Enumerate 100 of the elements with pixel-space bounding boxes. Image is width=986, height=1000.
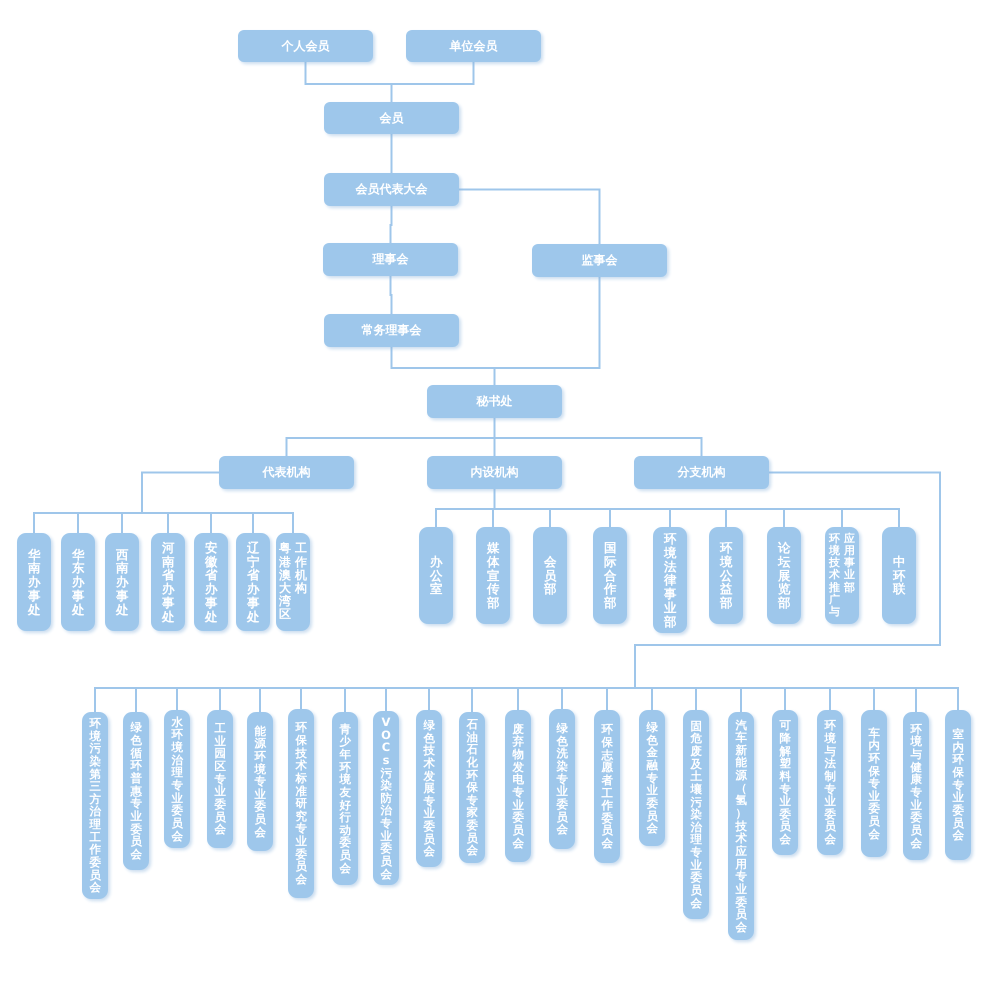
connector-line — [390, 276, 392, 314]
unit-name: 分支机构 — [678, 464, 726, 481]
connector-line — [606, 687, 635, 710]
org-unit-box — [288, 709, 314, 898]
unit-name: 秘书处 — [476, 393, 512, 410]
connector-line — [121, 512, 142, 533]
org-unit-box — [505, 710, 531, 862]
org-unit-box — [238, 30, 373, 62]
connector-line — [492, 508, 494, 527]
unit-name: 青少年环境友好行动委员会 — [339, 722, 351, 874]
org-unit-box — [728, 712, 754, 940]
org-unit-box — [427, 456, 562, 489]
unit-name: 水环境治理专业委员会 — [171, 716, 183, 842]
org-unit-box — [219, 456, 354, 489]
unit-name: 粤港澳大湾区工作机构 — [278, 542, 308, 622]
unit-name: 个人会员 — [282, 38, 330, 54]
connector-line — [494, 418, 496, 438]
connector-line — [390, 206, 392, 243]
unit-name: 环境污染第三方治理工作委员会 — [89, 717, 101, 894]
org-unit-box — [767, 527, 801, 624]
unit-name: 内设机构 — [470, 464, 518, 481]
connector-line — [494, 489, 496, 509]
unit-name: 绿色洗染专业委员会 — [556, 722, 568, 836]
org-unit-box — [882, 527, 916, 624]
unit-name: 石油石化环保专家委员会 — [466, 718, 478, 858]
org-unit-box — [416, 710, 442, 867]
unit-name: 环境与法制专业委员会 — [824, 719, 836, 846]
unit-name: 会员部 — [544, 554, 556, 596]
unit-name: VOCs污染防治专业委员会 — [380, 716, 392, 880]
org-unit-box — [634, 456, 769, 489]
unit-name: 西南办事处 — [116, 548, 128, 616]
connector-line — [286, 437, 494, 456]
org-unit-box — [427, 385, 562, 418]
org-unit-box — [825, 527, 859, 624]
org-unit-box — [373, 711, 399, 886]
org-unit-box — [549, 709, 575, 849]
org-unit-box — [207, 710, 233, 848]
unit-name: 安徽省办事处 — [204, 540, 218, 624]
org-unit-box — [709, 527, 743, 624]
org-unit-box — [459, 712, 485, 863]
unit-name: 国际合作部 — [604, 541, 616, 610]
unit-name: 常务理事会 — [362, 322, 422, 339]
org-unit-box — [593, 527, 627, 624]
org-unit-box — [406, 30, 541, 62]
unit-name: 室内环保专业委员会 — [952, 728, 964, 842]
connector-line — [141, 472, 219, 513]
unit-name: 绿色金融专业委员会 — [646, 721, 658, 835]
org-unit-box — [247, 712, 273, 851]
unit-name: 环境技术推广与应用事业部 — [829, 533, 855, 618]
org-unit-box — [324, 102, 459, 134]
org-unit-box — [903, 712, 929, 860]
unit-name: 办公室 — [430, 554, 442, 596]
unit-name: 固危废及土壤污染治理专业委员会 — [690, 720, 702, 910]
org-unit-box — [332, 712, 358, 885]
org-unit-box — [639, 710, 665, 846]
org-unit-box — [419, 527, 453, 624]
unit-name: 河南省办事处 — [162, 540, 174, 624]
connector-line — [494, 277, 600, 385]
org-unit-box — [683, 710, 709, 919]
unit-name: 论坛展览部 — [778, 541, 790, 610]
org-unit-box — [17, 533, 51, 631]
connector-line — [494, 437, 702, 456]
org-unit-box — [324, 173, 459, 206]
org-unit-box — [476, 527, 510, 624]
org-unit-box — [861, 710, 887, 857]
org-unit-box — [105, 533, 139, 631]
org-unit-box — [164, 710, 190, 848]
org-unit-box — [817, 710, 843, 855]
connector-line — [634, 472, 941, 688]
unit-name: 汽车新能源（氢）技术应用专业委员会 — [735, 718, 747, 934]
org-unit-box — [772, 710, 798, 855]
org-unit-box — [533, 527, 567, 624]
org-unit-box — [151, 533, 185, 631]
unit-name: 环保志愿者工作委员会 — [601, 723, 613, 850]
unit-name: 华南办事处 — [28, 548, 40, 616]
unit-name: 会员代表大会 — [356, 181, 428, 198]
org-unit-box — [61, 533, 95, 631]
unit-name: 车内环保专业委员会 — [868, 726, 880, 840]
unit-name: 辽宁省办事处 — [246, 540, 260, 624]
unit-name: 理事会 — [372, 251, 408, 268]
unit-name: 中环联 — [892, 554, 906, 596]
connector-line — [494, 438, 496, 456]
unit-name: 代表机构 — [262, 464, 310, 481]
unit-name: 能源环境专业委员会 — [254, 724, 266, 838]
unit-name: 废弃物发电专业委员会 — [512, 722, 524, 850]
org-unit-box — [276, 533, 310, 631]
unit-name: 环境公益部 — [720, 541, 732, 610]
org-unit-box — [236, 533, 270, 631]
unit-name: 绿色循环普惠专业委员会 — [130, 721, 142, 861]
unit-name: 媒体宣传部 — [486, 541, 500, 610]
org-unit-box — [323, 243, 458, 276]
unit-name: 环保技术标准研究专业委员会 — [295, 721, 307, 886]
org-unit-box — [653, 527, 687, 634]
connector-line — [390, 62, 474, 102]
org-unit-box — [594, 710, 620, 863]
unit-name: 绿色技术发展专业委员会 — [423, 718, 435, 858]
connector-line — [435, 508, 494, 527]
unit-name: 环境与健康专业委员会 — [910, 722, 922, 850]
org-unit-box — [194, 533, 228, 631]
connector-line — [142, 512, 294, 533]
